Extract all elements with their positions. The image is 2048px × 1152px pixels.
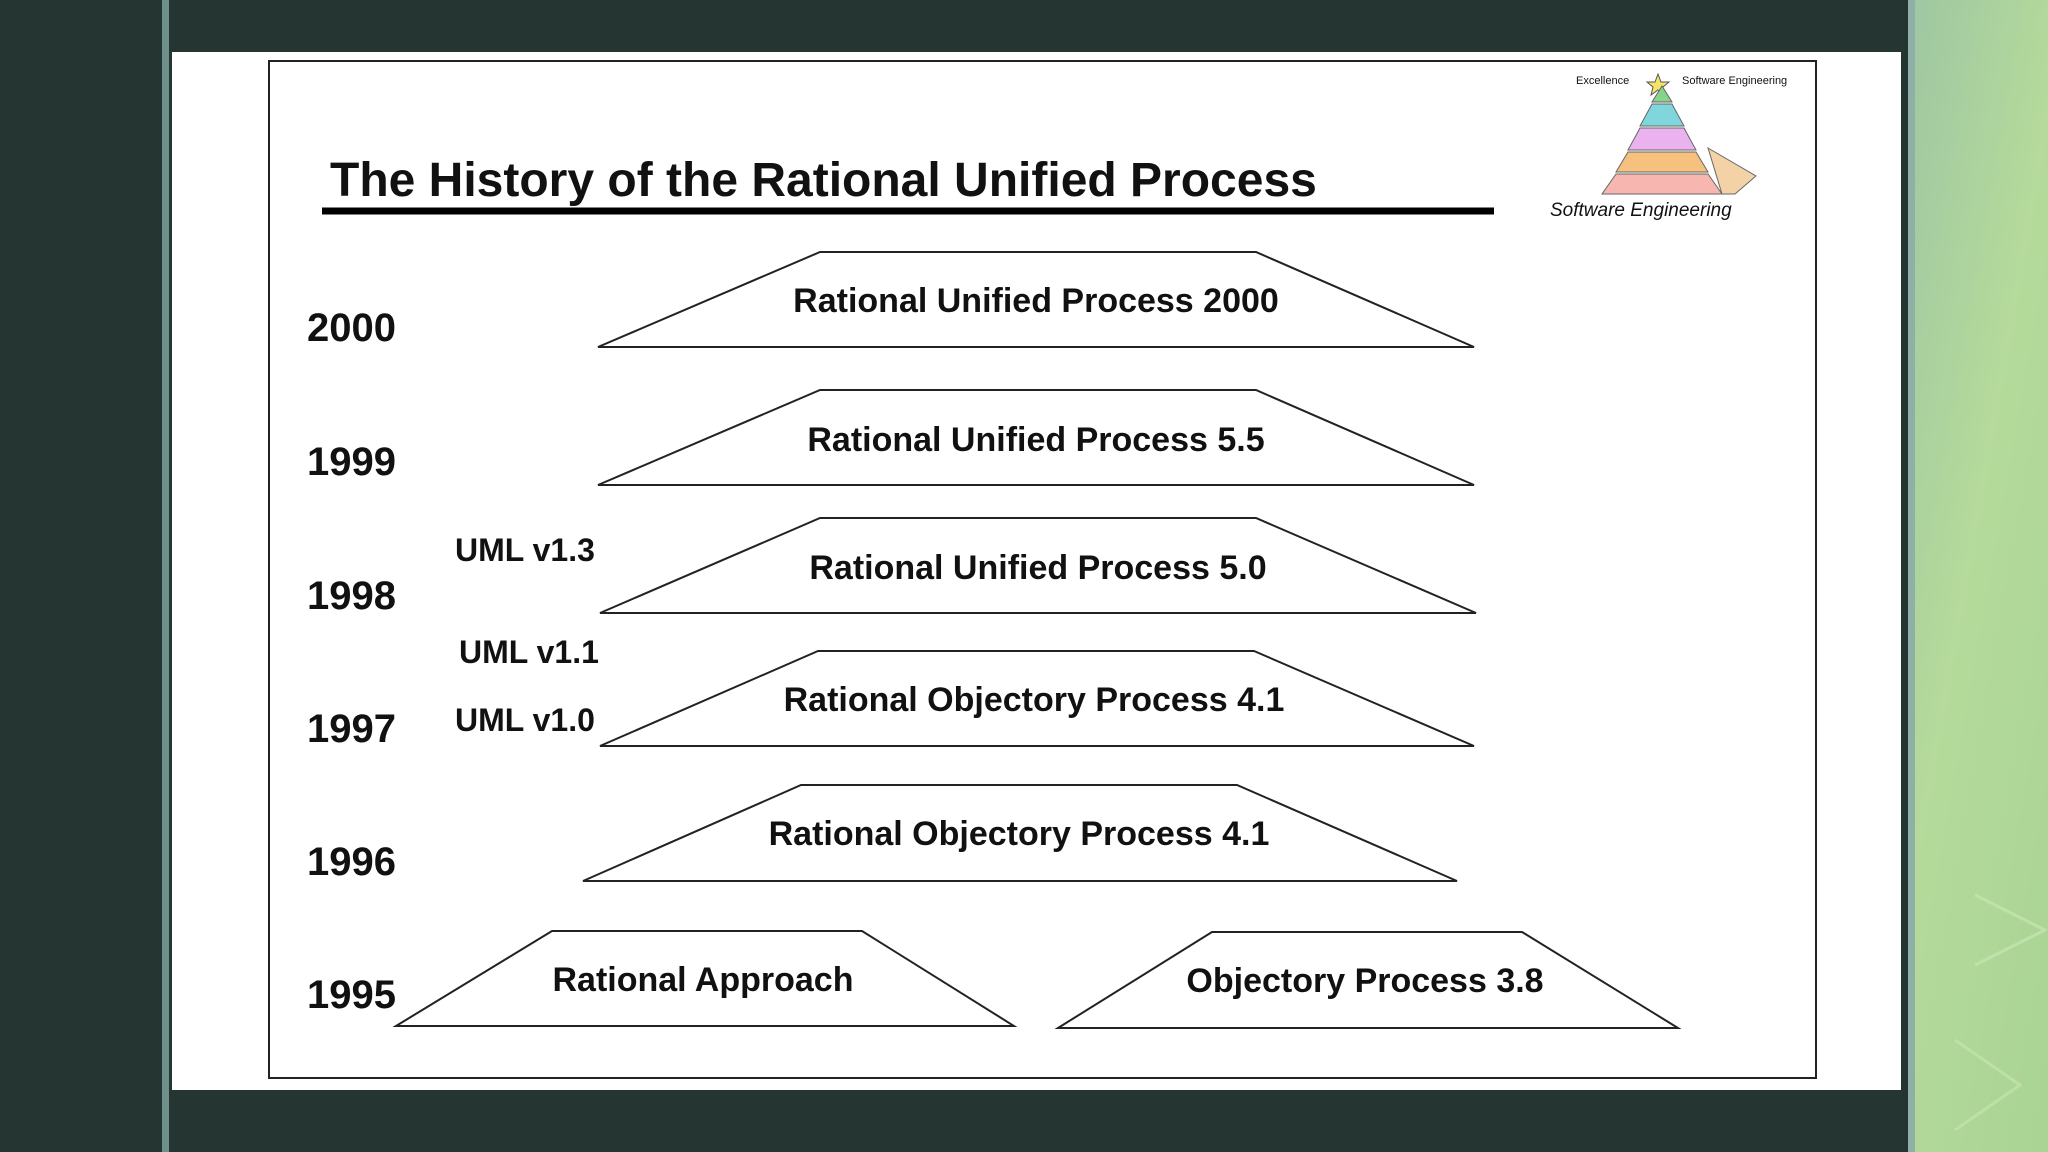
stage-shape — [597, 389, 1475, 486]
pyramid-level-5 — [1601, 173, 1723, 195]
uml-version-label: UML v1.3 — [455, 532, 595, 568]
stage-label: Rational Unified Process 5.5 — [807, 421, 1264, 459]
left-accent-stripe — [162, 0, 169, 1152]
stage-label: Objectory Process 3.8 — [1186, 962, 1543, 1000]
logo-bottom-caption: Software Engineering — [1550, 200, 1732, 221]
stage-label: Rational Unified Process 5.0 — [809, 549, 1266, 587]
logo-top-right-caption: Software Engineering — [1682, 75, 1787, 87]
year-label: 2000 — [307, 306, 396, 350]
pyramid-side — [1707, 146, 1757, 195]
diagram-frame — [268, 60, 1817, 1079]
stage-label: Rational Approach — [553, 961, 854, 999]
stage-shape — [597, 251, 1475, 348]
stage-shape — [599, 517, 1477, 614]
right-accent-stripe — [1908, 0, 1915, 1152]
pyramid-logo: Excellence Software Engineering Software… — [1550, 72, 1787, 221]
year-label: 1998 — [307, 574, 396, 618]
year-label: 1999 — [307, 440, 396, 484]
pyramid-level-4 — [1615, 151, 1709, 173]
pyramid-level-1 — [1651, 85, 1673, 103]
uml-version-label: UML v1.1 — [459, 634, 599, 670]
stage-label: Rational Objectory Process 4.1 — [769, 815, 1270, 853]
stage-shape — [1054, 931, 1682, 1029]
uml-version-label: UML v1.0 — [455, 702, 595, 738]
logo-top-left-caption: Excellence — [1576, 75, 1629, 87]
year-label: 1996 — [307, 840, 396, 884]
page-title: The History of the Rational Unified Proc… — [330, 154, 1317, 207]
stage-label: Rational Objectory Process 4.1 — [784, 681, 1285, 719]
left-background-band — [0, 0, 162, 1152]
year-label: 1997 — [307, 707, 396, 751]
stage-shape — [582, 784, 1458, 882]
year-label: 1995 — [307, 973, 396, 1017]
stage-label: Rational Unified Process 2000 — [793, 282, 1279, 320]
right-green-panel — [1915, 0, 2048, 1152]
pyramid-level-2 — [1639, 103, 1685, 127]
pyramid-level-3 — [1627, 127, 1697, 151]
chevron-decoration-icon — [1954, 893, 2048, 1132]
stage-shape — [599, 650, 1475, 747]
stage-shape — [392, 930, 1018, 1027]
